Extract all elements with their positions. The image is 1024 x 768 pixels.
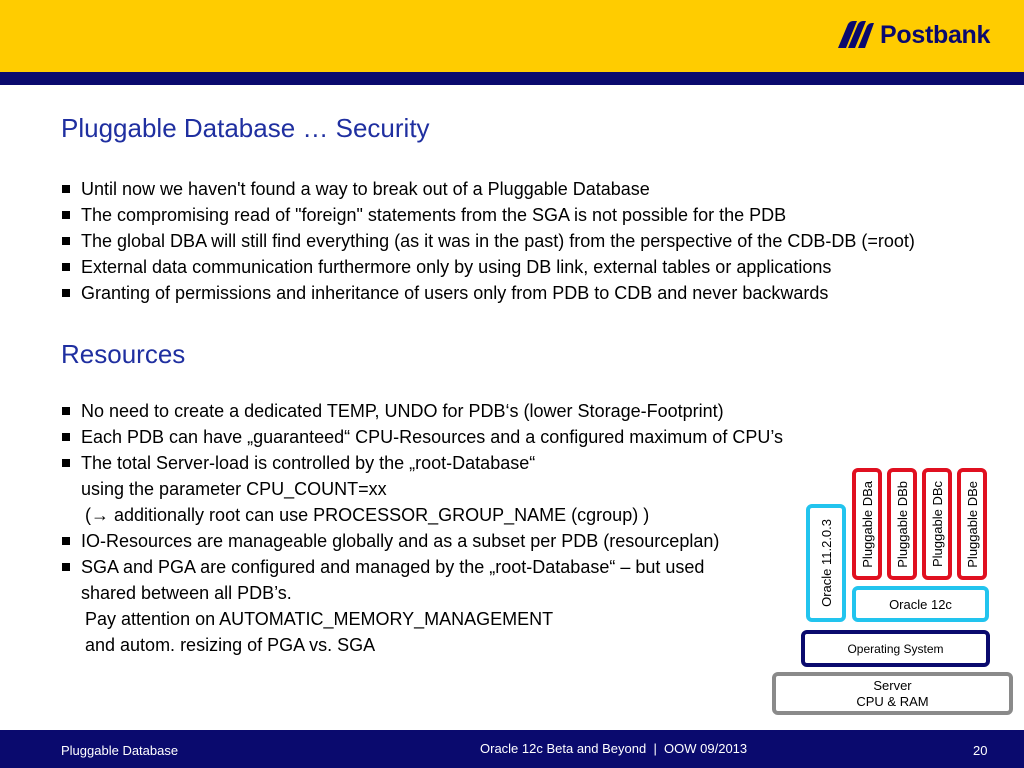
footer-bar: Pluggable Database Oracle 12c Beta and B… [0, 730, 1024, 768]
footer-title: Pluggable Database [61, 743, 179, 758]
list-item: The compromising read of "foreign" state… [62, 202, 915, 228]
logo-text: Postbank [880, 20, 991, 49]
postbank-emblem-icon [838, 21, 874, 48]
operating-system-box: Operating System [801, 630, 990, 667]
resources-bullet-list: No need to create a dedicated TEMP, UNDO… [62, 398, 783, 658]
list-item: SGA and PGA are configured and managed b… [62, 554, 783, 580]
list-item-continuation: using the parameter CPU_COUNT=xx [81, 479, 387, 499]
list-item: External data communication furthermore … [62, 254, 915, 280]
postbank-logo: Postbank [834, 19, 990, 51]
server-box: Server CPU & RAM [772, 672, 1013, 715]
list-item-continuation: and autom. resizing of PGA vs. SGA [85, 635, 376, 655]
list-item-continuation: Pay attention on AUTOMATIC_MEMORY_MANAGE… [85, 609, 554, 629]
pluggable-db-e: Pluggable DBe [957, 468, 987, 580]
list-item-continuation: (→ additionally root can use PROCESSOR_G… [85, 505, 650, 525]
server-label: Server [873, 677, 912, 693]
pluggable-db-c: Pluggable DBc [922, 468, 952, 580]
page-number: 20 [973, 743, 988, 758]
oracle-12c-box: Oracle 12c [852, 586, 989, 622]
list-item: Each PDB can have „guaranteed“ CPU-Resou… [62, 424, 783, 450]
resources-heading: Resources [61, 339, 186, 369]
security-heading: Pluggable Database … Security [61, 113, 430, 143]
security-bullet-list: Until now we haven't found a way to brea… [62, 176, 915, 306]
pluggable-db-a: Pluggable DBa [852, 468, 882, 580]
oracle-11-box: Oracle 11.2.0.3 [806, 504, 846, 622]
header-divider [0, 72, 1024, 85]
list-item: No need to create a dedicated TEMP, UNDO… [62, 398, 783, 424]
footer-event: Oracle 12c Beta and Beyond | OOW 09/2013 [480, 741, 748, 756]
pluggable-db-b: Pluggable DBb [887, 468, 917, 580]
list-item: Granting of permissions and inheritance … [62, 280, 915, 306]
list-item: Until now we haven't found a way to brea… [62, 176, 915, 202]
list-item: IO-Resources are manageable globally and… [62, 528, 783, 554]
list-item: The global DBA will still find everythin… [62, 228, 915, 254]
list-item-continuation: shared between all PDB’s. [81, 583, 292, 603]
list-item: The total Server-load is controlled by t… [62, 450, 783, 476]
cpu-ram-label: CPU & RAM [856, 693, 929, 709]
